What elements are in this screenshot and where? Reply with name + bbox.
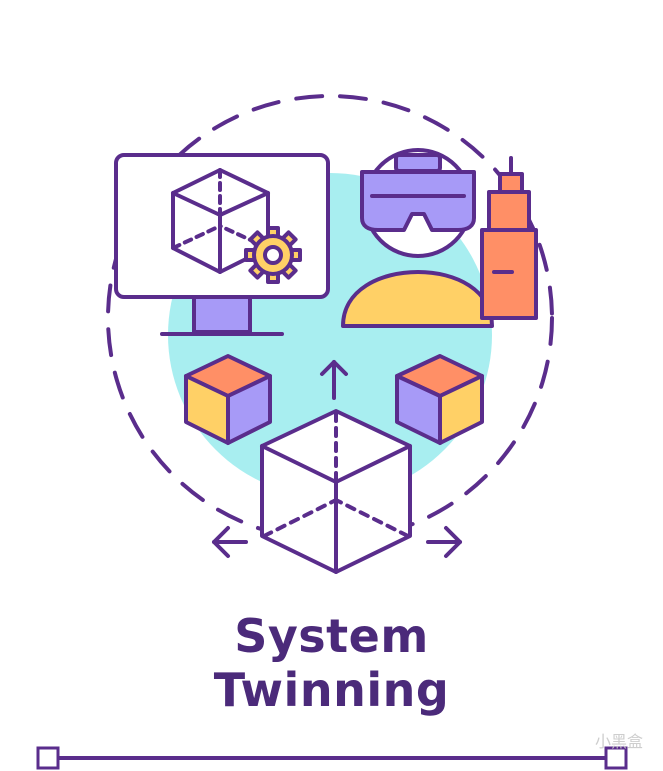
title-line-1: System — [234, 609, 429, 663]
system-twinning-illustration — [106, 94, 554, 574]
title-line-2: Twinning — [213, 663, 450, 717]
arrow-up-icon — [320, 360, 348, 400]
bottom-rule — [36, 746, 628, 770]
dashed-orbit — [106, 94, 554, 542]
monitor-icon — [114, 153, 330, 336]
rule-handle-left — [36, 746, 60, 770]
tower-icon — [480, 156, 538, 320]
cube-icon-large — [260, 409, 412, 574]
cube-icon-right — [395, 354, 484, 445]
gear-icon — [244, 226, 302, 284]
rule-handle-right — [604, 746, 628, 770]
arrow-left-icon — [212, 526, 248, 558]
arrow-right-icon — [426, 526, 462, 558]
watermark-text: 小黑盒 — [594, 732, 643, 751]
cube-icon-left — [184, 354, 272, 445]
vr-headset-person-icon — [341, 148, 494, 328]
